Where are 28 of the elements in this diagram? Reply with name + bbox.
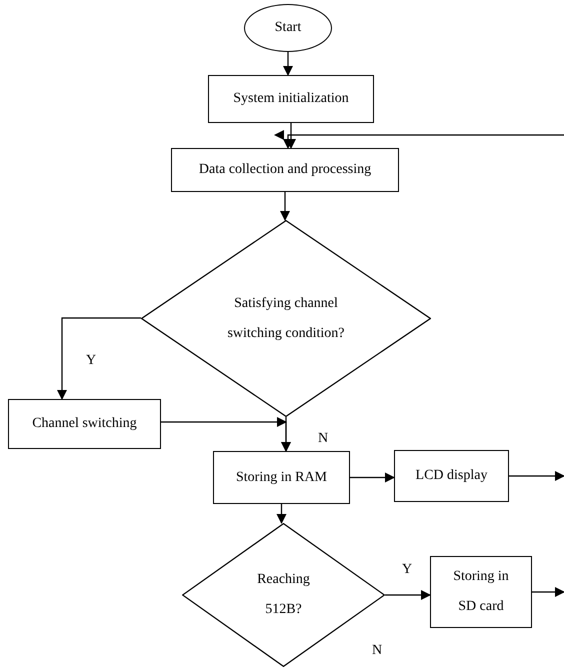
node-text: Reaching 512B? (256, 571, 311, 619)
arrow (283, 52, 293, 76)
arrow (532, 587, 564, 597)
node-text: Channel switching (32, 415, 137, 433)
node-text: Storing in SD card (452, 568, 510, 616)
node-text: Storing in RAM (236, 468, 327, 486)
decision-diamond (141, 220, 431, 417)
node-text: Satisfying channel switching condition? (226, 294, 346, 342)
arrow (350, 472, 395, 482)
branch-label: N (372, 644, 382, 658)
process-box (394, 450, 509, 502)
node-text: LCD display (416, 467, 488, 485)
node-text: Data collection and processing (198, 161, 372, 179)
arrow (57, 317, 141, 400)
decision-diamond (182, 523, 385, 667)
arrow (274, 130, 564, 148)
arrow (281, 417, 291, 452)
node-text: System initialization (233, 90, 349, 108)
arrow (509, 471, 564, 481)
arrow (385, 590, 431, 600)
arrow (276, 504, 286, 524)
process-box (208, 75, 374, 123)
process-box (8, 399, 161, 449)
process-box (430, 556, 532, 628)
process-box (171, 148, 399, 192)
node-text: Start (274, 19, 302, 37)
process-box (213, 451, 350, 504)
arrow (280, 192, 290, 221)
